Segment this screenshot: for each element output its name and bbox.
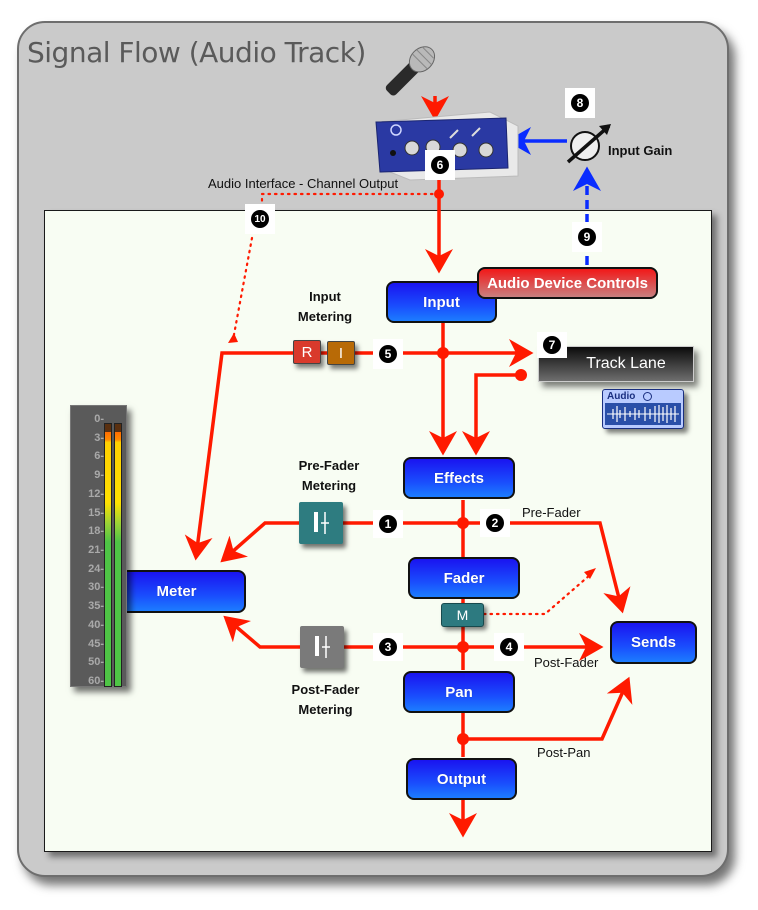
junction-dot: [515, 369, 527, 381]
meter-tick: 12-: [88, 487, 104, 500]
badge-10: 10: [245, 204, 275, 234]
audio-clip[interactable]: Audio: [602, 389, 684, 429]
post-pan-label: Post-Pan: [537, 745, 591, 760]
badge-8: 8: [565, 88, 595, 118]
badge-3: 3: [373, 633, 403, 661]
pan-node[interactable]: Pan: [403, 671, 515, 713]
badge-5: 5: [373, 339, 403, 369]
meter-tick: 21-: [88, 544, 104, 556]
wire-post-fader-metering: [223, 615, 463, 649]
pre-fader-metering-button[interactable]: [299, 502, 343, 544]
dotted-mute-send: [482, 573, 592, 616]
record-enable-button[interactable]: R: [293, 340, 321, 364]
audio-device-controls-button[interactable]: Audio Device Controls: [477, 267, 658, 299]
fader-icon: [315, 636, 330, 658]
post-fader-metering-button[interactable]: [300, 626, 344, 668]
input-gain-knob-icon[interactable]: [565, 118, 617, 170]
junction-dot: [457, 641, 469, 653]
wire-post-pan-send: [463, 676, 633, 741]
audio-interface-output-label: Audio Interface - Channel Output: [208, 176, 399, 191]
input-gain-label: Input Gain: [608, 143, 673, 158]
badge-2: 2: [480, 509, 510, 537]
output-node[interactable]: Output: [406, 758, 517, 800]
meter-tick: 50-: [88, 656, 104, 669]
meter-tick: 9-: [94, 469, 104, 482]
badge-7: 7: [537, 332, 567, 358]
mute-button[interactable]: M: [441, 603, 484, 627]
meter-tick: 18-: [88, 525, 104, 538]
badge-1: 1: [373, 510, 403, 538]
audio-interface-icon: [375, 111, 519, 181]
meter-tick: 15-: [88, 506, 104, 519]
meter-tick: 60-: [88, 675, 104, 687]
junction-dot: [457, 517, 469, 529]
meter-bar-right: [114, 423, 122, 687]
meter-bar-left: [104, 423, 112, 687]
meter-tick: 0-: [94, 413, 104, 425]
meter-tick: 45-: [88, 637, 104, 650]
audio-clip-label: Audio: [607, 391, 636, 402]
sends-node[interactable]: Sends: [610, 621, 697, 664]
meter-tick: 24-: [88, 562, 104, 575]
badge-9: 9: [572, 222, 602, 252]
meter-node[interactable]: Meter: [107, 570, 246, 613]
effects-node[interactable]: Effects: [403, 457, 515, 499]
dotted-direct-monitor: [231, 236, 254, 342]
post-fader-label: Post-Fader: [534, 655, 599, 670]
badge-4: 4: [494, 633, 524, 661]
fader-icon: [314, 512, 329, 534]
meter-tick: 30-: [88, 581, 104, 594]
clip-status-icon: [643, 392, 652, 401]
junction-dot: [457, 733, 469, 745]
junction-dot: [437, 347, 449, 359]
pre-fader-label: Pre-Fader: [522, 505, 581, 520]
dotted-interface-output: [260, 192, 441, 207]
page-title: Signal Flow (Audio Track): [27, 36, 366, 69]
waveform-icon: [605, 403, 681, 425]
meter-tick: 6-: [94, 450, 104, 463]
input-monitor-button[interactable]: I: [327, 341, 355, 365]
badge-6: 6: [425, 150, 455, 180]
level-meter: 0- 3- 6- 9- 12- 15- 18- 21- 24- 30- 35- 40- 45- 50- 60…: [70, 405, 127, 687]
wire-track-lane-return: [462, 373, 520, 456]
meter-tick: 40-: [88, 618, 104, 631]
wire-pre-fader-metering: [220, 521, 463, 563]
microphone-icon: [385, 46, 436, 96]
meter-tick: 3-: [94, 431, 104, 444]
meter-tick: 35-: [88, 600, 104, 613]
wire-input-metering: [184, 351, 443, 561]
fader-node[interactable]: Fader: [408, 557, 520, 599]
